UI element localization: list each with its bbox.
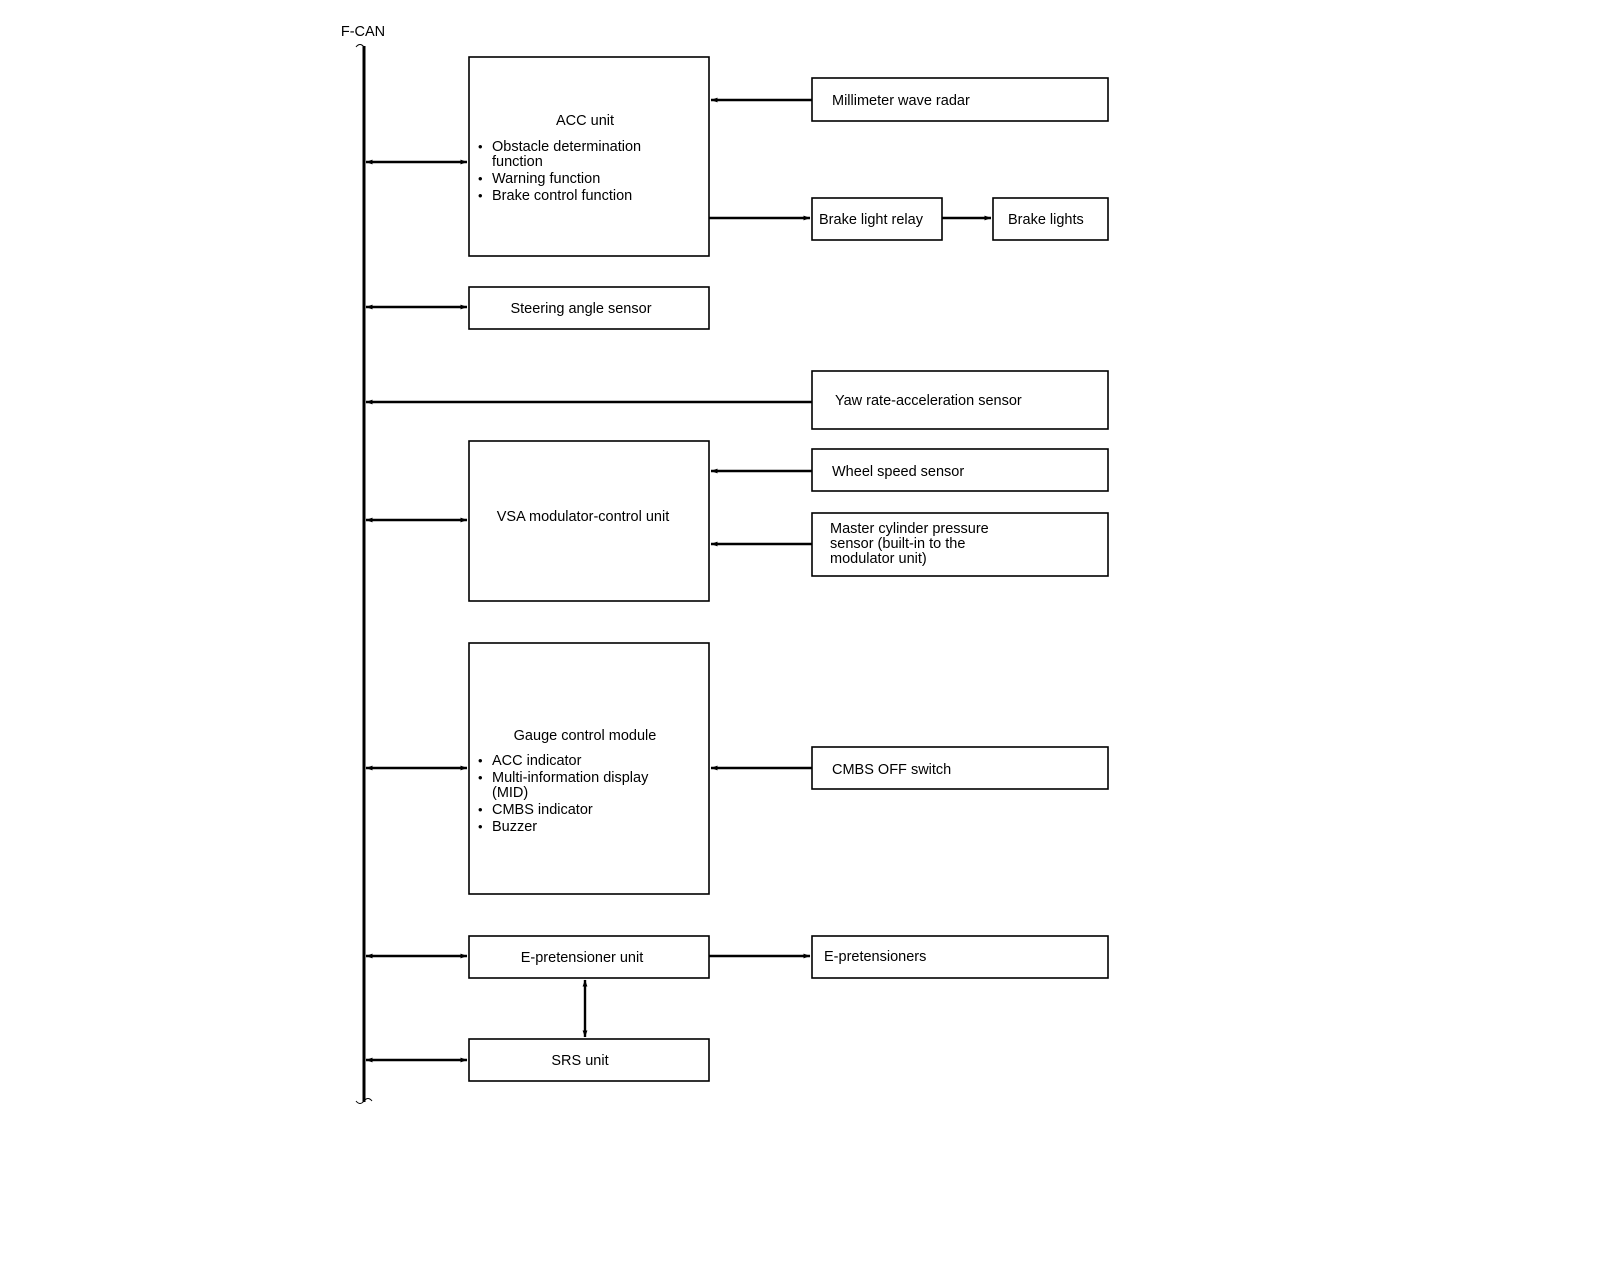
bullet-point: • xyxy=(478,753,483,768)
master-cylinder-sensor-line-2: sensor (built-in to the xyxy=(830,536,965,552)
e-pretensioners-box: E-pretensioners xyxy=(811,935,1109,979)
yaw-rate-sensor-label: Yaw rate-acceleration sensor xyxy=(835,393,1022,409)
master-cylinder-sensor-box: Master cylinder pressure sensor (built-i… xyxy=(811,512,1109,577)
master-cylinder-sensor-line-3: modulator unit) xyxy=(830,551,927,567)
list-item-text: Buzzer xyxy=(492,819,537,835)
list-item-text: ACC indicator xyxy=(492,753,582,769)
srs-unit-label: SRS unit xyxy=(551,1053,608,1069)
master-cylinder-sensor-line-1: Master cylinder pressure xyxy=(830,521,989,537)
bus-label: F-CAN xyxy=(341,24,385,40)
bullet-point: • xyxy=(478,802,483,817)
steering-angle-sensor-box: Steering angle sensor xyxy=(468,286,710,330)
bullet-point: • xyxy=(478,139,483,154)
list-item-text: Obstacle determination xyxy=(492,139,641,155)
list-item-text: Multi-information display xyxy=(492,770,649,786)
srs-unit-box: SRS unit xyxy=(468,1038,710,1082)
bullet-point: • xyxy=(478,770,483,785)
e-pretensioners-label: E-pretensioners xyxy=(824,949,926,965)
brake-light-relay-label: Brake light relay xyxy=(819,212,924,228)
cmbs-off-switch-label: CMBS OFF switch xyxy=(832,762,951,778)
wheel-speed-sensor-box: Wheel speed sensor xyxy=(811,448,1109,492)
bullet-point: • xyxy=(478,171,483,186)
bullet-point: • xyxy=(478,188,483,203)
brake-light-relay-box: Brake light relay xyxy=(811,197,943,241)
millimeter-wave-radar-box: Millimeter wave radar xyxy=(811,77,1109,122)
list-item-text: CMBS indicator xyxy=(492,802,593,818)
e-pretensioner-unit-box: E-pretensioner unit xyxy=(468,935,710,979)
vsa-unit-label: VSA modulator-control unit xyxy=(497,509,669,525)
gauge-control-module-box: Gauge control module • ACC indicator • Mult… xyxy=(468,642,710,895)
list-item-text: (MID) xyxy=(492,785,528,801)
bullet-point: • xyxy=(478,819,483,834)
wheel-speed-sensor-label: Wheel speed sensor xyxy=(832,464,964,480)
vsa-unit-box: VSA modulator-control unit xyxy=(468,440,710,602)
gauge-module-feature-list: • ACC indicator • Multi-information display… xyxy=(478,753,649,835)
list-item-text: Brake control function xyxy=(492,188,632,204)
list-item-text: Warning function xyxy=(492,171,600,187)
bus-break-bottom xyxy=(355,1098,373,1104)
e-pretensioner-unit-label: E-pretensioner unit xyxy=(521,950,644,966)
acc-unit-box: ACC unit • Obstacle determinationfunction… xyxy=(468,56,710,257)
millimeter-wave-radar-label: Millimeter wave radar xyxy=(832,93,970,109)
list-item-text: function xyxy=(492,154,543,170)
brake-lights-box: Brake lights xyxy=(992,197,1109,241)
steering-angle-sensor-label: Steering angle sensor xyxy=(510,301,651,317)
gauge-control-module-title: Gauge control module xyxy=(514,728,657,744)
yaw-rate-sensor-box: Yaw rate-acceleration sensor xyxy=(811,370,1109,430)
cmbs-off-switch-box: CMBS OFF switch xyxy=(811,746,1109,790)
acc-unit-title: ACC unit xyxy=(556,113,614,129)
brake-lights-label: Brake lights xyxy=(1008,212,1084,228)
